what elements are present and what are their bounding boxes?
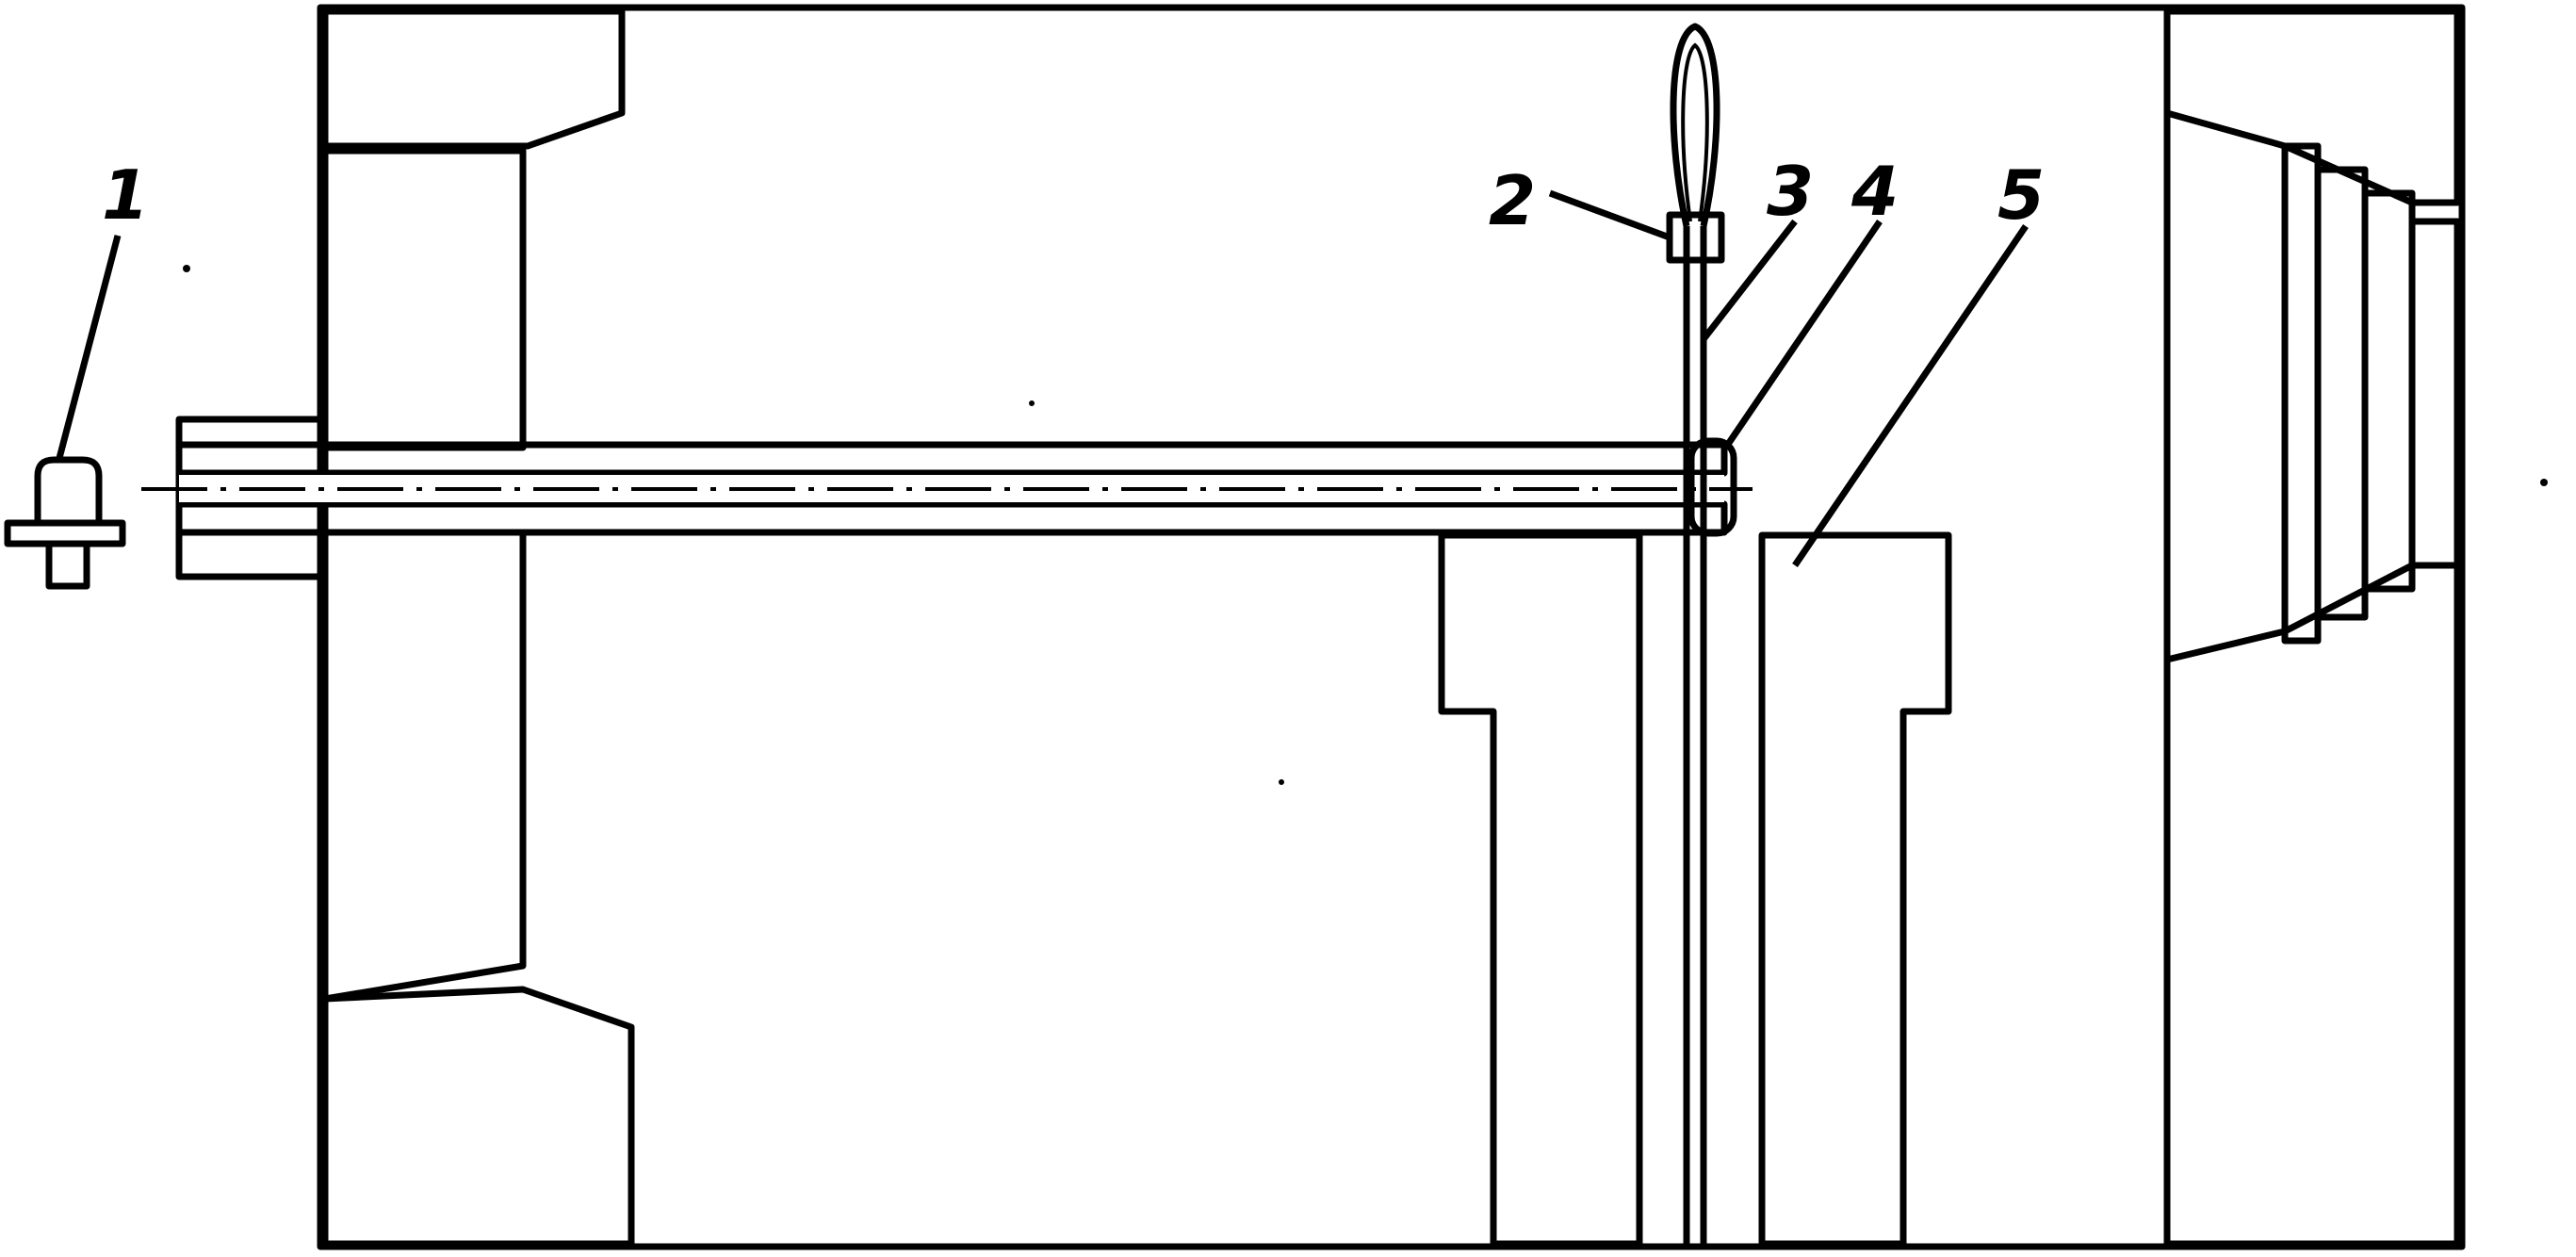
- leader-4: [1726, 220, 1883, 445]
- heater-plate-4: [2408, 218, 2461, 569]
- heater-plate-1: [2281, 142, 2322, 645]
- callout-5: 5: [1997, 155, 2045, 235]
- stray-dot: [183, 265, 190, 272]
- wire-clamp: [1666, 211, 1725, 264]
- stray-dot: [1029, 400, 1035, 406]
- leader-1: [55, 235, 122, 463]
- right-wall-bottom-brick: [2163, 562, 2461, 1248]
- callout-4: 4: [1850, 152, 1899, 231]
- heater-plate-2: [2314, 166, 2369, 621]
- stray-dot: [2540, 479, 2548, 486]
- furnace-outer-frame: [317, 4, 2466, 1250]
- callout-3: 3: [1767, 152, 1814, 231]
- leader-3: [1701, 219, 1798, 342]
- callout-2: 2: [1489, 161, 1536, 240]
- horizontal-tube-lower-wall: [175, 500, 1728, 536]
- thermocouple-wire: [1670, 23, 1720, 1244]
- left-wall-lower-metal: [321, 529, 527, 1003]
- left-wall-bottom-brick: [321, 986, 635, 1248]
- heater-plate-3: [2361, 189, 2416, 593]
- pedestal-left-half: [1438, 531, 1643, 1248]
- leader-5: [1792, 224, 2029, 567]
- left-wall-top-brick: [321, 8, 626, 150]
- stray-dot: [1279, 779, 1284, 785]
- left-wall-upper-metal: [321, 147, 527, 451]
- pedestal-right-half: [1758, 531, 1952, 1248]
- leader-2: [1548, 189, 1671, 241]
- sight-plug: [4, 456, 126, 590]
- callout-1: 1: [102, 155, 149, 235]
- right-wall-top-brick: [2163, 8, 2461, 206]
